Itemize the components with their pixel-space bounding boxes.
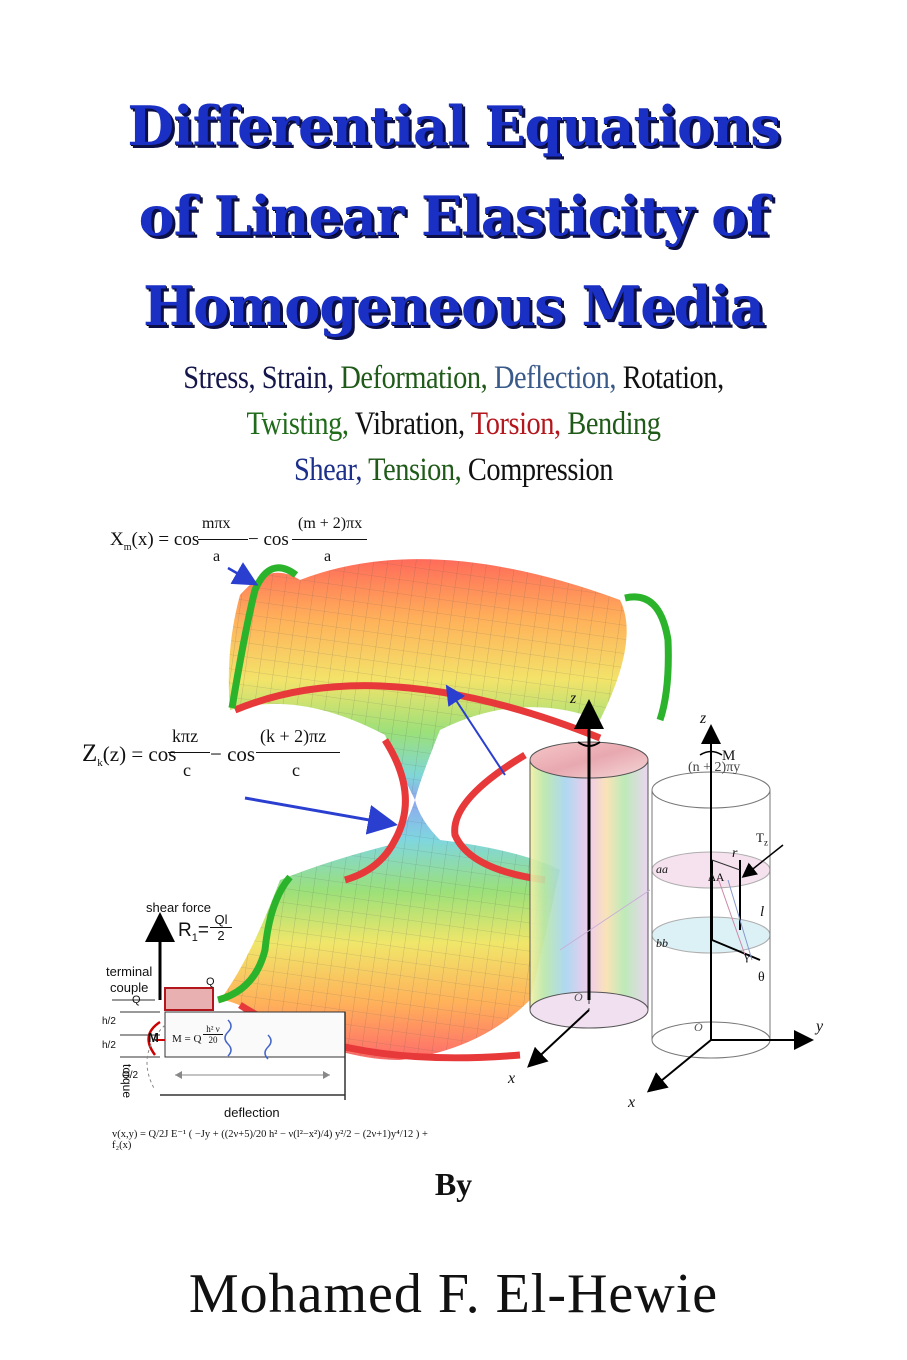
gamma-label: γ — [744, 948, 750, 963]
moment-label: M = Q — [172, 1033, 202, 1045]
cover-illustration — [112, 559, 814, 1100]
by-label: By — [434, 1166, 473, 1202]
x-axis-label-2: x — [628, 1094, 636, 1111]
m-label: M — [148, 1030, 159, 1045]
beam-diagram — [112, 912, 346, 1100]
title-line-1: Differential Equations — [127, 94, 780, 158]
h2a-label: h/2 — [102, 1016, 116, 1027]
delta-a-label: ΔA — [708, 870, 725, 884]
green-bottom-left — [216, 874, 293, 1004]
subtitle-word: Rotation, — [622, 360, 724, 396]
equation-zk: Zk(z) = cos kπz c − cos (k + 2)πz c — [82, 726, 342, 790]
blue-arrow-zk — [244, 796, 398, 835]
subtitle-line-3: Shear, Tension, Compression — [63, 452, 843, 489]
deflection-formula: v(x,y) = Q/2J E⁻¹ ( −Jy + ((2ν+5)/20 h² … — [112, 1129, 428, 1151]
origin-label-2: O — [694, 1020, 703, 1034]
q-box-label: Q — [206, 976, 215, 988]
q-top-label: Q — [132, 994, 141, 1006]
subtitle-word: Deflection, — [493, 360, 623, 396]
subtitle-line-2: Twisting, Vibration, Torsion, Bending — [63, 406, 843, 443]
q2-label: Q/2 — [122, 1070, 139, 1081]
blue-arrow-center — [445, 684, 506, 776]
subtitle-word: Strain, — [261, 360, 341, 396]
shear-force-label: shear force — [146, 900, 212, 915]
red-left-hyperbola — [343, 738, 409, 884]
title-line-3: Homogeneous Media — [143, 274, 765, 338]
bb-label: bb — [656, 936, 668, 950]
r1-label: R1= — [178, 920, 209, 944]
green-top-right — [624, 593, 672, 722]
equation-xm: Xm(x) = cos mπx a − cos (m + 2)πx a — [110, 515, 370, 575]
fragment-label: (n + 2)πy — [688, 760, 741, 775]
h2b-label: h/2 — [102, 1040, 116, 1051]
colored-cylinder — [527, 699, 651, 1068]
green-top-left — [228, 564, 299, 709]
subtitle-line-1: Stress, Strain, Deformation, Deflection,… — [63, 360, 843, 397]
torque-label: torque — [120, 1064, 134, 1099]
subtitle-word: Stress, — [183, 360, 262, 396]
red-upper-curve — [233, 682, 602, 742]
moment-m-label: M — [722, 748, 736, 764]
subtitle-word: Bending — [567, 406, 661, 442]
couple-label: couple — [110, 980, 149, 995]
subtitle-word: Tension, — [368, 452, 468, 488]
x-axis-label-1: x — [508, 1070, 516, 1087]
subtitle-word: Compression — [467, 452, 613, 488]
moment-fraction: h² ν 20 — [203, 1024, 223, 1045]
deflection-label: deflection — [224, 1105, 280, 1120]
r-label: r — [732, 846, 738, 861]
terminal-label: terminal — [106, 964, 153, 979]
l-label: l — [760, 904, 765, 920]
aa-label: aa — [656, 862, 668, 876]
transparent-cylinder — [646, 724, 814, 1093]
origin-label-1: O — [574, 990, 583, 1004]
title-line-2: of Linear Elasticity of — [138, 184, 770, 248]
subtitle-word: Vibration, — [354, 406, 471, 442]
r1-fraction: Ql 2 — [210, 912, 232, 943]
author-name: Mohamed F. El-Hewie — [188, 1263, 719, 1325]
red-right-hyperbola — [451, 751, 546, 884]
blue-arrow-xm — [227, 562, 259, 586]
y-axis-label-2: y — [816, 1018, 824, 1035]
z-axis-label-1: z — [570, 690, 577, 707]
subtitle-word: Deformation, — [340, 360, 494, 396]
subtitle-word: Twisting, — [246, 406, 355, 442]
subtitle-word: Shear, — [294, 452, 369, 488]
tz-label: Tz — [756, 830, 768, 848]
subtitle-word: Torsion, — [470, 406, 568, 442]
theta-label: θ — [758, 970, 765, 985]
z-axis-label-2: z — [700, 710, 707, 727]
